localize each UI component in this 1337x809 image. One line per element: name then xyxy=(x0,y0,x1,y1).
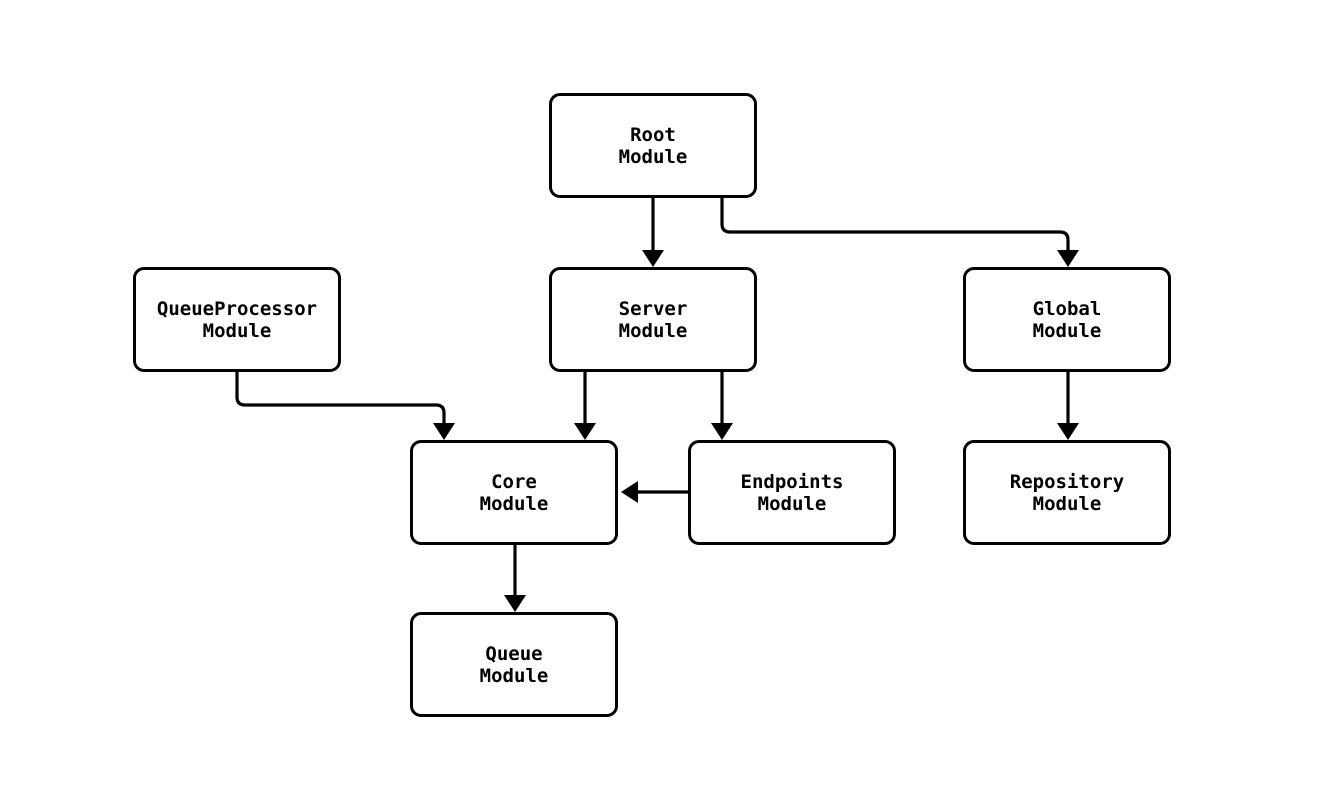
edge-root-to-server xyxy=(642,198,664,267)
node-repository-module: Repository Module xyxy=(963,440,1171,545)
node-queueprocessor-module: QueueProcessor Module xyxy=(133,267,341,372)
node-server-module: Server Module xyxy=(549,267,757,372)
edge-endpoints-to-core xyxy=(621,481,688,503)
node-global-module: Global Module xyxy=(963,267,1171,372)
edge-root-to-global xyxy=(720,198,1079,267)
node-root-module: Root Module xyxy=(549,93,757,198)
node-queue-module-label: Queue Module xyxy=(479,642,549,687)
edge-server-to-core xyxy=(574,372,596,440)
node-endpoints-module: Endpoints Module xyxy=(688,440,896,545)
edge-core-to-queue xyxy=(504,545,526,612)
node-core-module-label: Core Module xyxy=(479,470,549,515)
node-queueprocessor-module-label: QueueProcessor Module xyxy=(156,297,318,342)
node-root-module-label: Root Module xyxy=(618,123,688,168)
edge-server-to-endpoints xyxy=(711,372,733,440)
node-global-module-label: Global Module xyxy=(1032,297,1102,342)
node-core-module: Core Module xyxy=(410,440,618,545)
edge-queueprocessor-to-core xyxy=(235,372,455,440)
node-repository-module-label: Repository Module xyxy=(1009,470,1125,515)
edge-global-to-repository xyxy=(1057,372,1079,440)
node-queue-module: Queue Module xyxy=(410,612,618,717)
node-endpoints-module-label: Endpoints Module xyxy=(740,470,844,515)
node-server-module-label: Server Module xyxy=(618,297,688,342)
